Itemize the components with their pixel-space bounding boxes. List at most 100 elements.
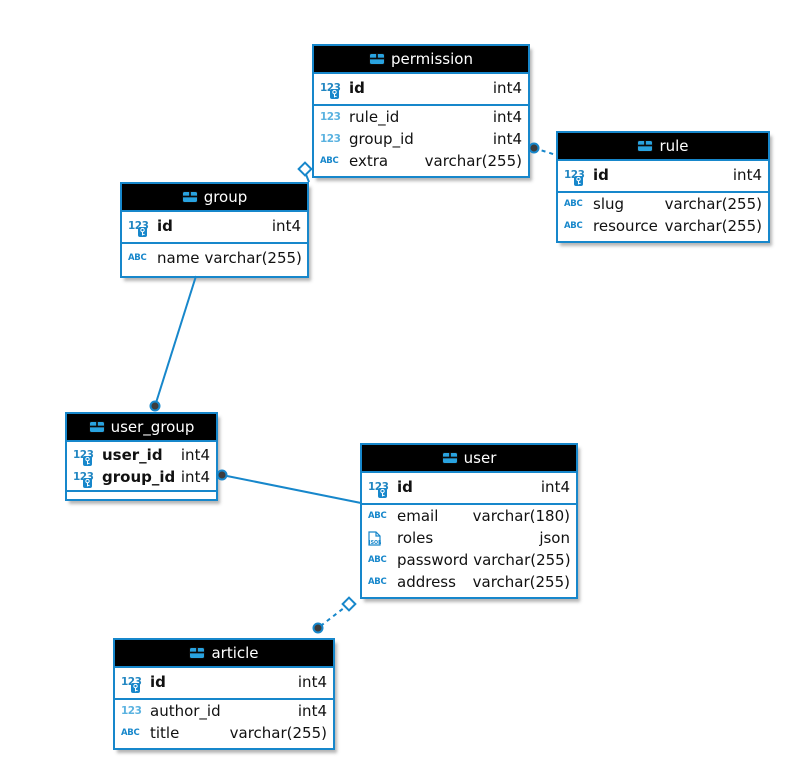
table-user-group[interactable]: user_group 123 user_id int4 123 group_id… bbox=[65, 412, 218, 501]
column-name: group_id bbox=[102, 468, 176, 486]
numeric-pk-icon: 123 bbox=[368, 479, 392, 498]
numeric-icon: 123 bbox=[320, 110, 341, 123]
table-article[interactable]: article 123 id int4 123 author_id int4 A… bbox=[113, 638, 335, 750]
column-name: title bbox=[150, 724, 180, 742]
column-row[interactable]: 123 id int4 bbox=[362, 473, 576, 503]
pk-separator bbox=[314, 104, 528, 106]
pk-separator bbox=[558, 191, 768, 193]
column-row[interactable]: 123 id int4 bbox=[122, 212, 307, 242]
column-row[interactable]: 123 id int4 bbox=[558, 161, 768, 191]
text-icon: ABC bbox=[320, 155, 339, 166]
table-title: permission bbox=[391, 50, 473, 68]
table-article-header[interactable]: article bbox=[115, 640, 333, 668]
numeric-pk-icon: 123 bbox=[128, 218, 152, 237]
column-name: id bbox=[397, 478, 413, 496]
column-type: int4 bbox=[271, 217, 301, 235]
table-icon bbox=[181, 191, 198, 203]
column-row[interactable]: ABC title varchar(255) bbox=[115, 722, 333, 744]
relation-group-usergroup bbox=[149, 275, 197, 412]
relation-line[interactable] bbox=[154, 275, 197, 407]
column-row[interactable]: ABC name varchar(255) bbox=[122, 244, 307, 272]
column-type: int4 bbox=[492, 108, 522, 126]
column-name: rule_id bbox=[349, 108, 400, 126]
column-type: int4 bbox=[540, 478, 570, 496]
table-rule-header[interactable]: rule bbox=[558, 133, 768, 161]
relation-endpoint-dot bbox=[312, 622, 324, 634]
numeric-pk-icon: 123 bbox=[564, 167, 588, 186]
relation-line[interactable] bbox=[304, 171, 310, 183]
column-row[interactable]: ABC email varchar(180) bbox=[362, 505, 576, 527]
relation-permission-rule bbox=[528, 142, 557, 156]
relation-line[interactable] bbox=[317, 603, 350, 629]
column-name: name bbox=[157, 249, 200, 267]
text-icon: ABC bbox=[368, 510, 387, 521]
column-type: int4 bbox=[492, 130, 522, 148]
column-row[interactable]: JSON roles json bbox=[362, 527, 576, 549]
column-type: varchar(255) bbox=[229, 724, 327, 742]
numeric-pk-icon: 123 bbox=[73, 447, 97, 466]
relation-line[interactable] bbox=[533, 147, 557, 156]
table-title: group bbox=[203, 188, 248, 206]
column-row[interactable]: 123 rule_id int4 bbox=[314, 106, 528, 128]
relation-endpoint-square bbox=[297, 161, 313, 177]
relation-endpoint-dot bbox=[216, 469, 228, 481]
column-row[interactable]: ABC extra varchar(255) bbox=[314, 150, 528, 172]
column-row[interactable]: 123 id int4 bbox=[115, 668, 333, 698]
column-type: varchar(255) bbox=[664, 195, 762, 213]
table-permission-header[interactable]: permission bbox=[314, 46, 528, 74]
text-icon: ABC bbox=[368, 576, 387, 587]
table-user-group-header[interactable]: user_group bbox=[67, 414, 216, 442]
table-user-header[interactable]: user bbox=[362, 445, 576, 473]
relation-usergroup-user bbox=[216, 469, 362, 504]
relation-line[interactable] bbox=[221, 474, 362, 504]
relation-endpoint-dot bbox=[149, 400, 161, 412]
numeric-icon: 123 bbox=[121, 704, 142, 717]
text-icon: ABC bbox=[128, 252, 147, 263]
text-icon: ABC bbox=[564, 198, 583, 209]
column-type: varchar(180) bbox=[472, 507, 570, 525]
table-user[interactable]: user 123 id int4 ABC email varchar(180) … bbox=[360, 443, 578, 599]
column-name: address bbox=[397, 573, 456, 591]
json-icon: JSON bbox=[368, 530, 392, 546]
pk-separator bbox=[122, 242, 307, 244]
numeric-pk-icon: 123 bbox=[121, 674, 145, 693]
numeric-pk-icon: 123 bbox=[320, 80, 344, 99]
column-row[interactable]: ABC slug varchar(255) bbox=[558, 193, 768, 215]
column-row[interactable]: 123 id int4 bbox=[314, 74, 528, 104]
empty-columns-section bbox=[67, 492, 216, 499]
column-name: author_id bbox=[150, 702, 221, 720]
table-title: user_group bbox=[110, 418, 195, 436]
table-group[interactable]: group 123 id int4 ABC name varchar(255) bbox=[120, 182, 309, 278]
column-name: group_id bbox=[349, 130, 414, 148]
column-name: resource bbox=[593, 217, 658, 235]
column-type: int4 bbox=[297, 702, 327, 720]
table-group-header[interactable]: group bbox=[122, 184, 307, 212]
column-name: id bbox=[150, 673, 166, 691]
column-type: json bbox=[539, 529, 570, 547]
column-name: extra bbox=[349, 152, 389, 170]
table-title: article bbox=[211, 644, 259, 662]
column-row[interactable]: 123 group_id int4 bbox=[314, 128, 528, 150]
pk-separator bbox=[362, 503, 576, 505]
table-title: rule bbox=[659, 137, 689, 155]
column-row[interactable]: ABC address varchar(255) bbox=[362, 571, 576, 593]
table-icon bbox=[369, 53, 386, 65]
column-row[interactable]: ABC resource varchar(255) bbox=[558, 215, 768, 237]
relation-user-article bbox=[312, 596, 357, 634]
pk-separator bbox=[115, 698, 333, 700]
table-permission[interactable]: permission 123 id int4 123 rule_id int4 … bbox=[312, 44, 530, 178]
numeric-icon: 123 bbox=[320, 132, 341, 145]
table-icon bbox=[189, 647, 206, 659]
svg-text:JSON: JSON bbox=[368, 540, 381, 546]
column-row[interactable]: ABC password varchar(255) bbox=[362, 549, 576, 571]
table-rule[interactable]: rule 123 id int4 ABC slug varchar(255) A… bbox=[556, 131, 770, 243]
column-row[interactable]: 123 group_id int4 bbox=[67, 466, 216, 490]
pk-separator bbox=[67, 490, 216, 492]
table-title: user bbox=[463, 449, 497, 467]
column-row[interactable]: 123 author_id int4 bbox=[115, 700, 333, 722]
relation-group-permission bbox=[297, 161, 313, 183]
column-row[interactable]: 123 user_id int4 bbox=[67, 442, 216, 466]
column-name: id bbox=[593, 166, 609, 184]
column-type: int4 bbox=[180, 468, 210, 486]
